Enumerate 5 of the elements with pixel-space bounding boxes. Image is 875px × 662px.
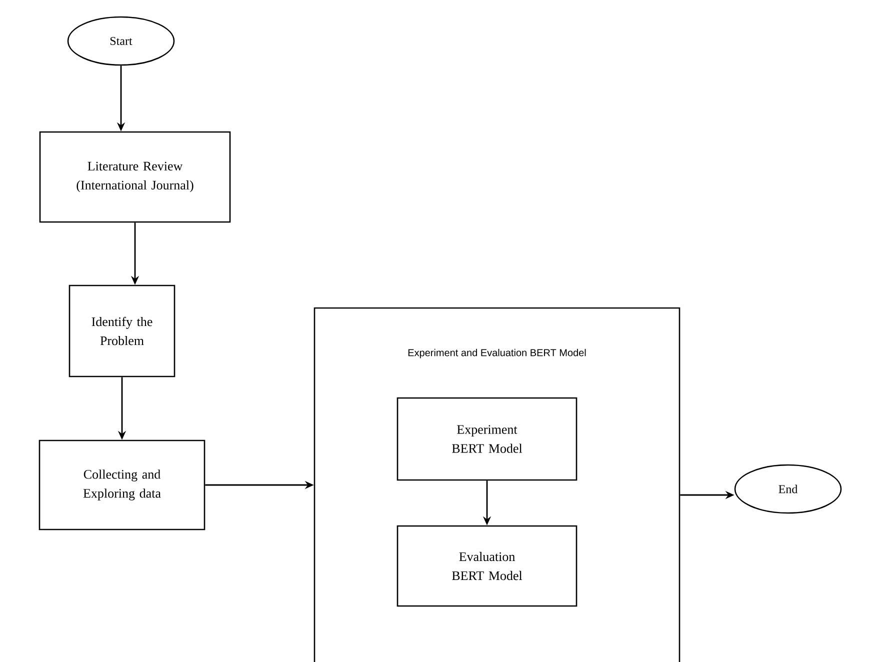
process-box: Identify the Problem (68, 284, 176, 378)
process-box: Literature Review (International Journal) (39, 131, 231, 223)
process-box: Collecting and Exploring data (38, 440, 206, 530)
process-box: Evaluation BERT Model (396, 525, 578, 607)
process-box: Experiment BERT Model (396, 397, 578, 481)
